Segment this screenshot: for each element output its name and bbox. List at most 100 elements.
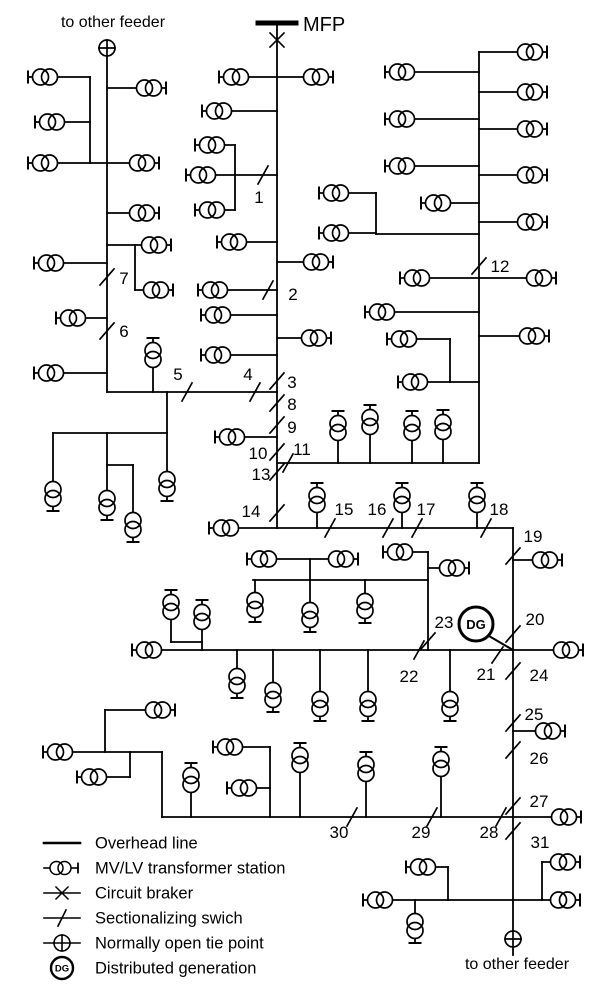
switch-slash: [410, 517, 424, 539]
transformer-station: [302, 253, 334, 271]
transformer-station: [362, 891, 394, 909]
sectionalizing-switch: 14: [242, 502, 286, 523]
sectionalizing-switch: 30: [330, 806, 359, 842]
switch-slash: [256, 164, 270, 186]
transformer-coil: [329, 423, 347, 442]
transformer-coil-mask: [159, 480, 175, 497]
transformer-coil: [418, 858, 437, 876]
transformer-station: [531, 551, 563, 569]
transformer-coil: [397, 110, 416, 128]
transformer-station: [194, 136, 226, 154]
transformer-coil: [227, 428, 246, 446]
transformer-coil-mask: [232, 69, 249, 85]
transformer-station: [42, 743, 74, 761]
switch-label: 23: [435, 613, 454, 632]
transformer-coil-mask: [398, 111, 415, 127]
transformer-station: [318, 224, 350, 242]
transformer-coil: [98, 498, 116, 517]
transformer-coil: [98, 489, 116, 508]
feeder-top-label: to other feeder: [61, 14, 166, 31]
transformer-coil: [552, 641, 571, 659]
legend-label: Normally open tie point: [95, 935, 264, 953]
transformer-coil: [331, 184, 350, 202]
transformer-station: [246, 550, 278, 568]
transformer-coil-mask: [211, 282, 228, 298]
switch-label: 26: [530, 749, 549, 768]
transformer-station: [27, 154, 59, 172]
transformer-coil: [128, 154, 147, 172]
switch-slash: [98, 267, 116, 287]
transformer-station: [434, 409, 452, 441]
switch-slash: [504, 546, 522, 566]
transformer-station: [364, 303, 396, 321]
transformer-coil-mask: [41, 155, 58, 171]
sectionalizing-switch: 6: [98, 321, 129, 341]
wire: [54, 885, 70, 901]
sectionalizing-switch: 2: [261, 279, 298, 304]
transformer-station: [291, 742, 309, 774]
transformer-coil-mask: [154, 702, 171, 718]
transformer-coil-mask: [332, 225, 349, 241]
transformer-coil-mask: [407, 922, 423, 939]
transformer-coil-mask: [312, 69, 329, 85]
transformer-coil: [311, 68, 330, 86]
transformer-station: [144, 701, 176, 719]
transformer-coil: [135, 79, 154, 97]
sectionalizing-switch: 18: [479, 500, 508, 539]
switch-slash: [504, 624, 522, 644]
transformer-coil-mask: [45, 490, 61, 507]
transformer-coil: [140, 236, 159, 254]
substation-label: MFP: [303, 14, 345, 36]
sectionalizing-switch: 9: [268, 415, 297, 437]
transformer-station: [200, 346, 232, 364]
wires-layer: [44, 25, 567, 956]
transformer-station: [33, 364, 65, 382]
transformer-coil-mask: [413, 270, 430, 286]
transformer-station: [386, 330, 418, 348]
sectionalizing-switch: 3: [268, 371, 297, 392]
transformer-station: [300, 329, 332, 347]
transformer-station: [194, 201, 226, 219]
transformer-coil-mask: [442, 700, 458, 717]
transformer-coil: [406, 912, 424, 931]
switch-slash: [268, 371, 286, 391]
transformer-coil: [525, 166, 544, 184]
legend-label: Circuit braker: [95, 885, 194, 903]
transformer-station: [144, 337, 162, 369]
switch-label: 12: [491, 257, 510, 276]
switch-slash: [425, 806, 439, 828]
transformer-coil: [210, 281, 229, 299]
transformer-coil: [198, 201, 217, 219]
switch-slash: [381, 517, 395, 539]
sectionalizing-switch: 22: [400, 639, 426, 686]
transformer-station: [441, 690, 459, 722]
transformer-coil: [144, 79, 163, 97]
transformer-coil: [356, 592, 374, 611]
transformer-station: [438, 559, 470, 577]
legend-label: Overhead line: [95, 835, 198, 853]
transformer-coil: [239, 779, 258, 797]
transformer-coil: [37, 364, 56, 382]
transformer-station: [128, 154, 160, 172]
transformer-station: [525, 269, 557, 287]
transformer-coil: [198, 136, 217, 154]
legend-label: Sectionalizing swich: [95, 910, 243, 928]
transformer-coil: [193, 612, 211, 631]
transformer-coil-mask: [526, 84, 543, 100]
transformer-coil-mask: [376, 892, 393, 908]
transformer-coil-mask: [330, 424, 346, 441]
transformer-coil: [31, 154, 50, 172]
transformer-coil: [531, 551, 550, 569]
transformer-coil-mask: [310, 330, 327, 346]
transformer-coil: [31, 68, 50, 86]
transformer-coil-mask: [260, 551, 277, 567]
transformer-coil: [558, 853, 577, 871]
transformer-coil: [558, 891, 577, 909]
transformer-coil: [386, 543, 405, 561]
transformer-coil-mask: [526, 214, 543, 230]
switch-slash: [180, 381, 194, 403]
sectionalizing-switch: 12: [470, 256, 510, 276]
transformer-coil: [403, 414, 421, 433]
transformer-coil: [204, 346, 223, 364]
feeder-bottom-label: to other feeder: [465, 956, 570, 973]
